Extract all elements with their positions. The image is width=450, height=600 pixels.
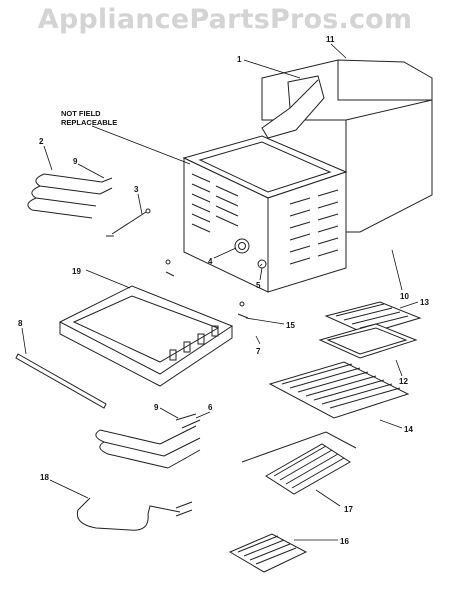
label-3: 3 bbox=[134, 185, 139, 194]
half-rack[interactable] bbox=[228, 533, 308, 573]
label-11: 11 bbox=[326, 35, 335, 44]
leader-lines bbox=[21, 43, 419, 541]
bake-element-upper[interactable] bbox=[27, 173, 113, 219]
note-line-2: REPLACEABLE bbox=[61, 118, 117, 127]
broil-pan[interactable] bbox=[318, 323, 418, 359]
label-12: 12 bbox=[399, 377, 408, 386]
oven-rack[interactable] bbox=[268, 361, 410, 419]
sensor-probe[interactable] bbox=[106, 208, 151, 237]
label-16: 16 bbox=[340, 537, 349, 546]
bottom-panel-frame[interactable] bbox=[58, 285, 234, 387]
label-9-lower: 9 bbox=[154, 403, 159, 412]
label-5: 5 bbox=[256, 281, 261, 290]
oven-cavity[interactable] bbox=[182, 135, 348, 293]
oven-light[interactable] bbox=[234, 238, 250, 254]
trim-strip[interactable] bbox=[15, 353, 107, 409]
label-18: 18 bbox=[40, 473, 49, 482]
bake-element-lower[interactable] bbox=[95, 413, 201, 469]
vent-duct[interactable] bbox=[261, 75, 325, 139]
screws[interactable] bbox=[165, 259, 249, 319]
label-17: 17 bbox=[344, 505, 353, 514]
label-10: 10 bbox=[400, 292, 409, 301]
note-line-1: NOT FIELD bbox=[61, 109, 101, 118]
label-4: 4 bbox=[208, 257, 213, 266]
label-8: 8 bbox=[18, 319, 23, 328]
label-14: 14 bbox=[404, 425, 413, 434]
rollout-rack[interactable] bbox=[241, 431, 357, 495]
label-1: 1 bbox=[237, 55, 242, 64]
label-15: 15 bbox=[286, 321, 295, 330]
label-7: 7 bbox=[256, 347, 261, 356]
label-2: 2 bbox=[39, 137, 44, 146]
watermark-logo: AppliancePartsPros.com bbox=[37, 4, 413, 35]
label-6: 6 bbox=[208, 403, 213, 412]
label-9-upper: 9 bbox=[73, 157, 78, 166]
broil-element[interactable] bbox=[76, 497, 193, 531]
label-13: 13 bbox=[420, 298, 429, 307]
label-19: 19 bbox=[72, 267, 81, 276]
